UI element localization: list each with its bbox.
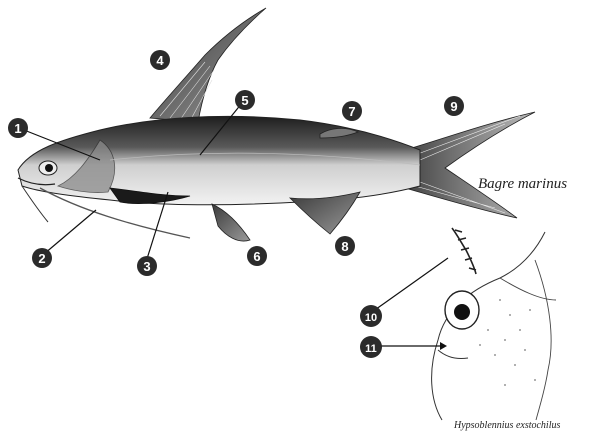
marker-10: 10 [360,305,382,327]
leader-10 [372,258,448,312]
marker-6-label: 6 [253,249,260,264]
blenny-dots [479,299,536,386]
blenny-head-outline [432,232,545,420]
blenny-pupil [454,304,470,320]
marker-5: 5 [235,90,255,110]
blenny-mouth [438,350,468,359]
hypsoblennius-exstochilus-illustration [432,228,556,420]
marker-11-label: 11 [365,343,377,355]
marker-4: 4 [150,50,170,70]
marker-11: 11 [360,336,382,358]
caption-bagre-marinus: Bagre marinus [478,176,567,192]
marker-6: 6 [247,246,267,266]
marker-3: 3 [137,256,157,276]
marker-3-label: 3 [143,259,150,274]
marker-2-label: 2 [38,251,45,266]
marker-8-label: 8 [341,239,348,254]
marker-2: 2 [32,248,52,268]
marker-1: 1 [8,118,28,138]
caudal-fin [405,112,535,218]
marker-4-label: 4 [156,53,164,68]
marker-7-label: 7 [348,104,355,119]
blenny-cirrus [452,228,476,274]
marker-1-label: 1 [14,121,21,136]
marker-9: 9 [444,96,464,116]
marker-10-label: 10 [365,312,377,324]
fish-body [18,116,420,204]
marker-5-label: 5 [241,93,248,108]
marker-7: 7 [342,101,362,121]
fish-pupil [45,164,53,172]
leader-11-arrowhead [440,342,447,350]
blenny-body-outline [500,260,556,420]
caption-hypsoblennius-exstochilus: Hypsoblennius exstochilus [453,420,560,431]
marker-8: 8 [335,236,355,256]
pelvic-fin [212,204,250,241]
bagre-marinus-illustration [18,8,535,241]
leader-2 [44,210,96,254]
marker-9-label: 9 [450,99,457,114]
